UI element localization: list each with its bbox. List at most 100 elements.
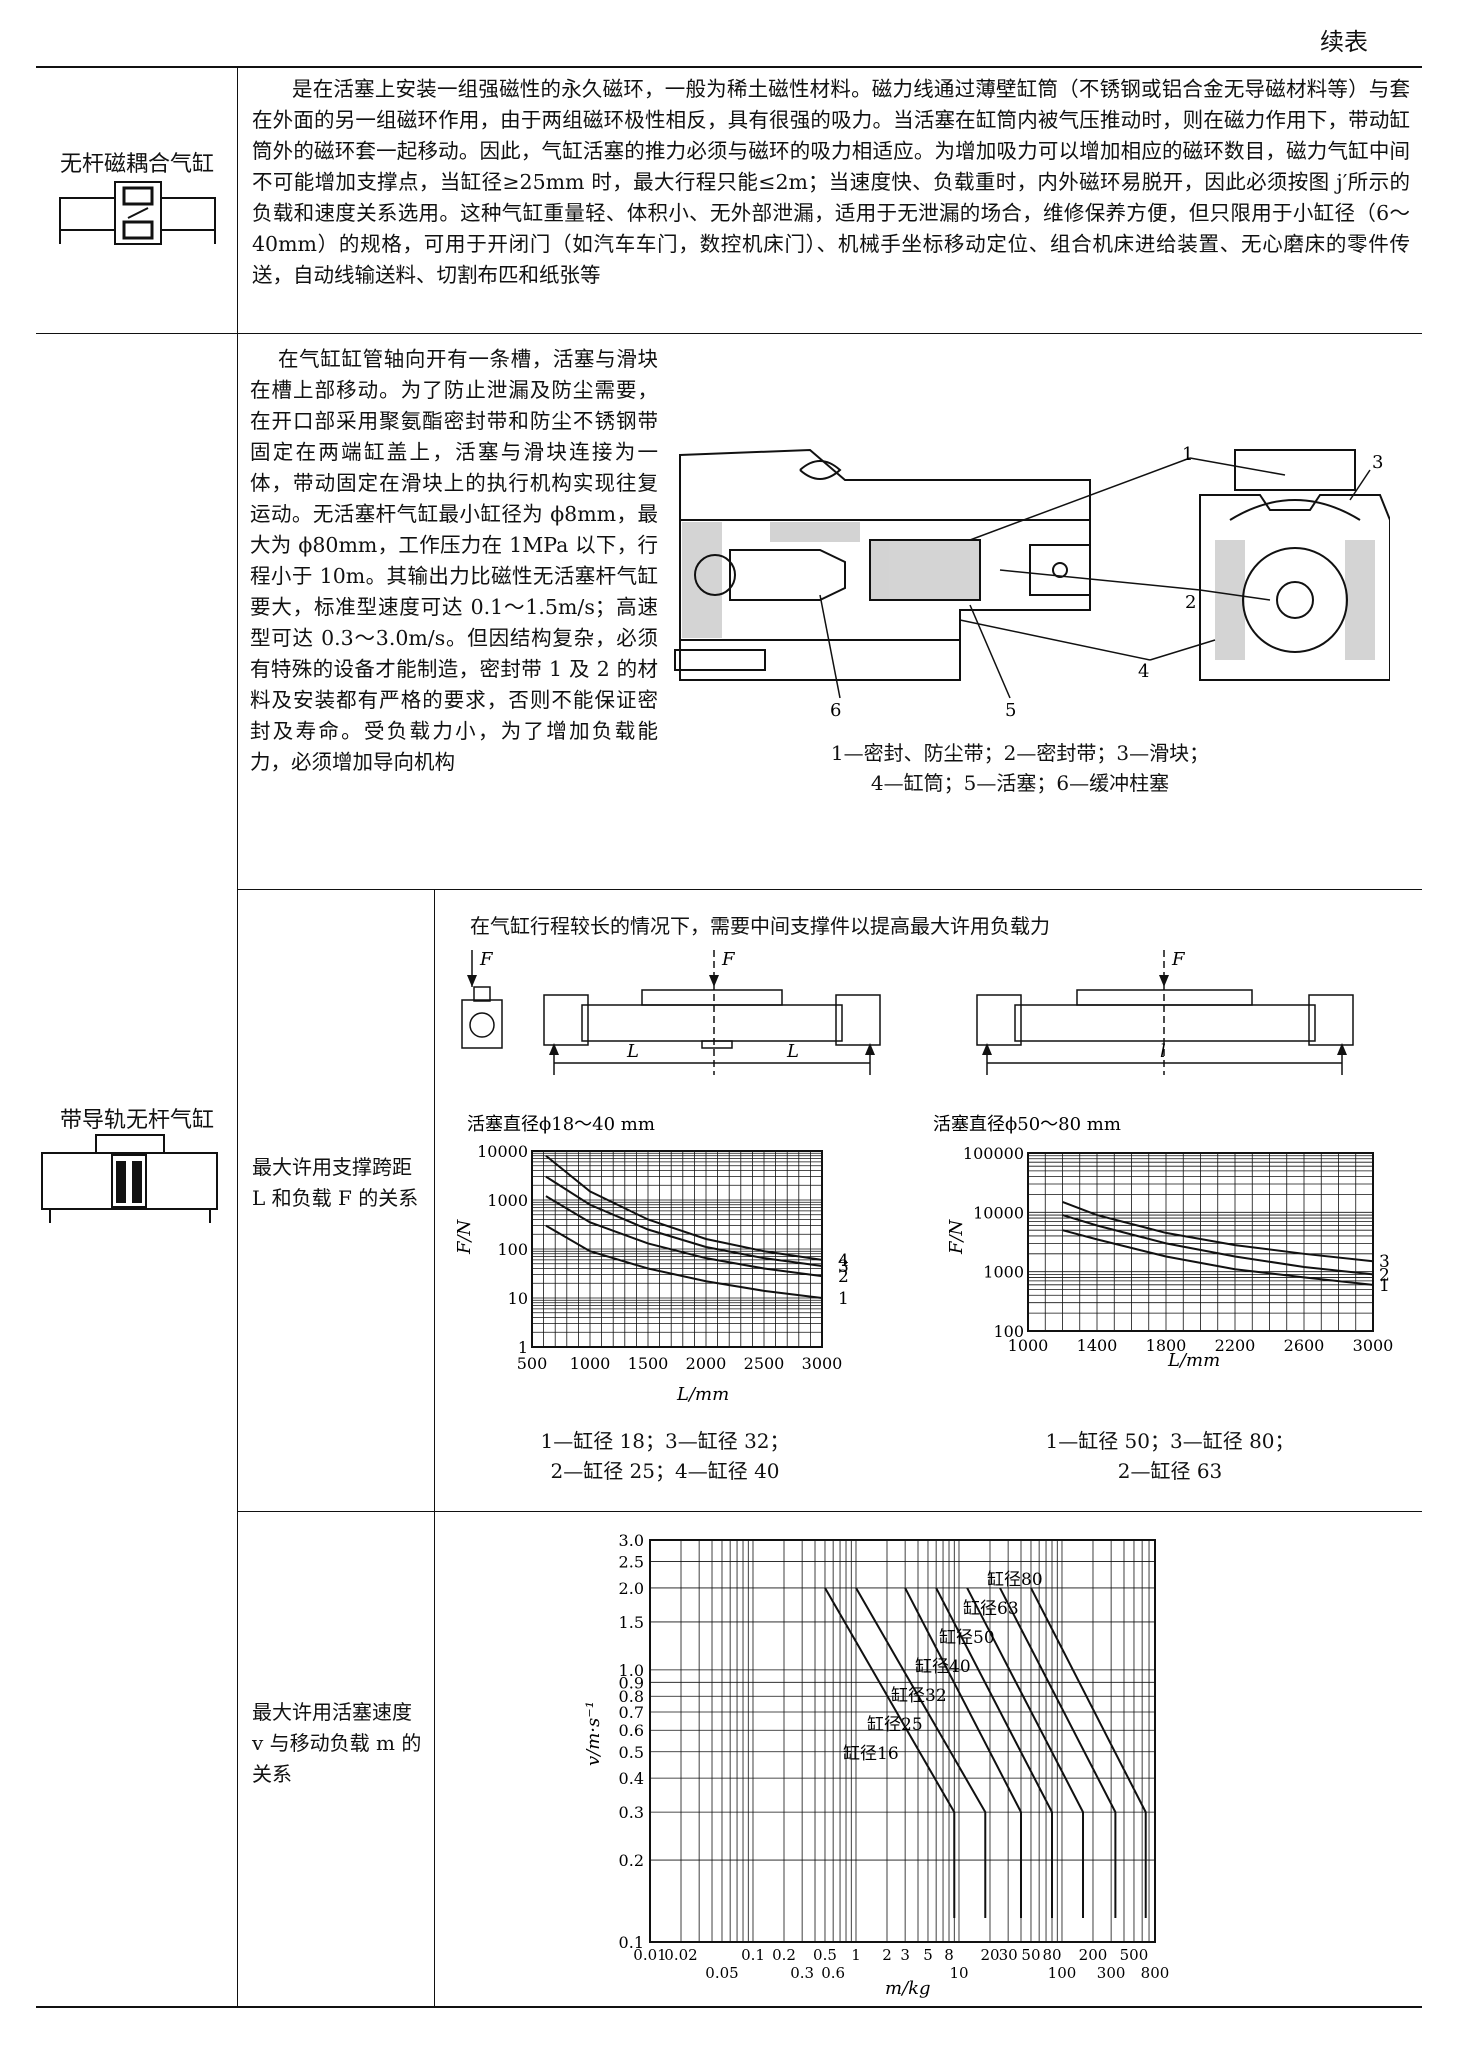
chart1-title: 活塞直径ϕ18～40 mm — [467, 1114, 655, 1135]
guided-cylinder-symbol — [41, 1134, 218, 1223]
chart1-xtick: 500 — [517, 1354, 548, 1373]
row-divider-1 — [36, 333, 1422, 334]
chart3-ytick: 0.9 — [619, 1673, 644, 1692]
drawing-caption-line2: 4—缸筒；5—活塞；6—缓冲柱塞 — [870, 771, 1170, 795]
chart1-curve-label: 1 — [838, 1289, 849, 1309]
span-label-left: L — [626, 1041, 639, 1062]
chart2-ytick: 1000 — [983, 1263, 1024, 1282]
chart1-xtick: 1500 — [628, 1354, 669, 1373]
chart3-series-1 — [855, 1587, 987, 1918]
chart2-curve-label: 3 — [1379, 1252, 1390, 1272]
chart3-ytick: 2.0 — [619, 1579, 644, 1598]
chart1-caption2: 2—缸径 25；4—缸径 40 — [550, 1459, 780, 1483]
chart1-series-4 — [545, 1154, 823, 1261]
chart3-ytick: 0.5 — [619, 1743, 644, 1762]
chart3-series-3 — [935, 1587, 1054, 1918]
chart1-ylabel: F/N — [454, 1218, 475, 1255]
chart3-series-6 — [1030, 1587, 1147, 1918]
chart3-xtick: 3 — [900, 1946, 910, 1964]
chart1-ytick: 10000 — [477, 1142, 528, 1161]
chart1-series-2 — [545, 1195, 823, 1278]
chart1-xtick: 2500 — [744, 1354, 785, 1373]
chart3-curve-label: 缸径16 — [843, 1743, 899, 1764]
chart2-series-1 — [1062, 1229, 1374, 1286]
chart3-xtick: 200 — [1079, 1946, 1108, 1964]
row3-label: 最大许用支撑跨距 L 和负载 F 的关系 — [252, 1155, 419, 1210]
chart1-xtick: 1000 — [570, 1354, 611, 1373]
row4-label: 最大许用活塞速度 v 与移动负载 m 的关系 — [252, 1700, 422, 1786]
chart-load-span-50-80: 活塞直径ϕ50～80 mm F/N L/mm 10000010000100010… — [933, 1114, 1394, 1368]
chart3-xtick: 0.1 — [741, 1946, 765, 1964]
chart2-caption2: 2—缸径 63 — [1117, 1459, 1223, 1483]
chart2-xtick: 1800 — [1146, 1336, 1187, 1355]
chart3-xlabel: m/kg — [885, 1978, 931, 1999]
chart3-xtick: 1 — [851, 1946, 861, 1964]
chart1-xtick: 2000 — [686, 1354, 727, 1373]
chart3-xtick: 8 — [944, 1946, 954, 1964]
chart1-xtick: 3000 — [802, 1354, 843, 1373]
chart3-xtick: 0.01 — [633, 1946, 666, 1964]
drawing-label-6: 6 — [830, 700, 841, 721]
drawing-label-1: 1 — [1182, 444, 1193, 465]
chart3-series-2 — [904, 1587, 1022, 1918]
chart3-xtick: 500 — [1120, 1946, 1149, 1964]
chart3-curve-label: 缸径63 — [963, 1598, 1019, 1619]
chart3-xtick: 10 — [949, 1964, 968, 1982]
chart1-series-3 — [545, 1175, 823, 1267]
chart1-ytick: 100 — [497, 1240, 528, 1259]
chart1-xlabel: L/mm — [676, 1384, 729, 1405]
row1-description: 是在活塞上安装一组强磁性的永久磁环，一般为稀土磁性材料。磁力线通过薄壁缸筒（不锈… — [252, 77, 1410, 287]
chart2-title: 活塞直径ϕ50～80 mm — [933, 1114, 1121, 1135]
chart2-xtick: 2600 — [1284, 1336, 1325, 1355]
chart2-xtick: 3000 — [1353, 1336, 1394, 1355]
chart3-ytick: 0.7 — [619, 1703, 644, 1722]
chart2-curve-label: 1 — [1379, 1276, 1390, 1296]
chart2-series-2 — [1062, 1214, 1374, 1276]
chart3-xtick: 80 — [1042, 1946, 1061, 1964]
drawing-label-3: 3 — [1372, 452, 1383, 473]
chart3-xtick: 0.6 — [821, 1964, 845, 1982]
row-divider-3 — [238, 1511, 1422, 1512]
chart3-xtick: 2 — [882, 1946, 892, 1964]
chart1-caption1: 1—缸径 18；3—缸径 32； — [540, 1429, 790, 1453]
chart1-curve-label: 3 — [838, 1257, 849, 1277]
chart3-ytick: 0.8 — [619, 1687, 644, 1706]
chart3-ytick: 2.5 — [619, 1553, 644, 1572]
chart3-curve-label: 缸径25 — [867, 1714, 923, 1735]
row3-note: 在气缸行程较长的情况下，需要中间支撑件以提高最大许用负载力 — [470, 914, 1050, 938]
chart3-xtick: 0.05 — [705, 1964, 738, 1982]
chart3-ylabel: v/m·s⁻¹ — [585, 1701, 604, 1766]
chart3-series-4 — [966, 1587, 1085, 1918]
chart2-ytick: 100 — [993, 1322, 1024, 1341]
rodless-cylinder-section-drawing: 1 2 3 4 5 6 — [674, 444, 1390, 721]
chart2-caption1: 1—缸径 50；3—缸径 80； — [1045, 1429, 1295, 1453]
row-divider-2 — [238, 889, 1422, 890]
chart3-xtick: 0.02 — [664, 1946, 697, 1964]
drawing-label-2: 2 — [1185, 592, 1196, 613]
table-top-rule — [36, 66, 1422, 68]
drawing-label-5: 5 — [1005, 700, 1016, 721]
chart3-xtick: 800 — [1141, 1964, 1170, 1982]
chart2-ylabel: F/N — [946, 1218, 967, 1255]
chart2-curve-label: 2 — [1379, 1265, 1390, 1285]
chart2-xtick: 1000 — [1008, 1336, 1049, 1355]
chart3-xtick: 0.2 — [772, 1946, 796, 1964]
chart1-ytick: 1 — [518, 1338, 528, 1357]
drawing-caption-line1: 1—密封、防尘带；2—密封带；3—滑块； — [830, 741, 1210, 765]
chart3-ytick: 0.3 — [619, 1803, 644, 1822]
chart3-ytick: 0.1 — [619, 1933, 644, 1952]
chart3-series-0 — [824, 1587, 956, 1918]
chart3-ytick: 0.2 — [619, 1851, 644, 1870]
chart3-xtick: 100 — [1048, 1964, 1077, 1982]
column-divider-2 — [434, 889, 435, 2007]
chart1-curve-label: 4 — [838, 1251, 849, 1271]
force-label-profile: F — [479, 949, 494, 970]
chart3-ytick: 3.0 — [619, 1531, 644, 1550]
chart1-curve-label: 2 — [838, 1267, 849, 1287]
row2-name: 带导轨无杆气缸 — [59, 1108, 214, 1133]
row2-description: 在气缸缸管轴向开有一条槽，活塞与滑块在槽上部移动。为了防止泄漏及防尘需要，在开口… — [250, 347, 658, 774]
span-label-right: L — [786, 1041, 799, 1062]
chart2-ytick: 100000 — [963, 1144, 1024, 1163]
chart2-xtick: 2200 — [1215, 1336, 1256, 1355]
chart1-ytick: 1000 — [487, 1191, 528, 1210]
